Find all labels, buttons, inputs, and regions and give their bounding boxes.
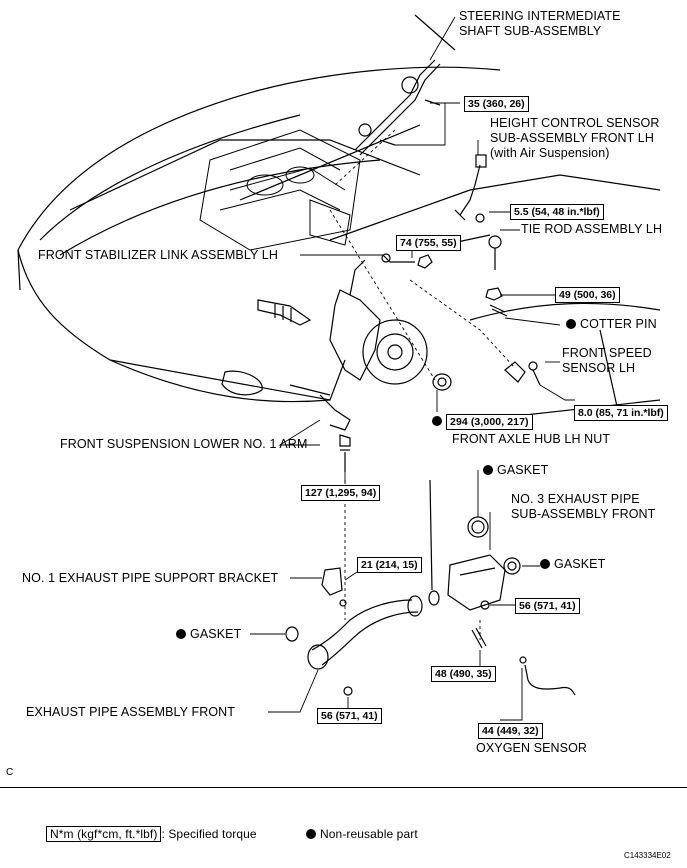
torque-56-top: 56 (571, 41) <box>515 598 580 614</box>
axle-nut-label: FRONT AXLE HUB LH NUT <box>452 432 611 446</box>
speed-sensor-label-line2: SENSOR LH <box>562 361 636 375</box>
height-sensor-label-line1: HEIGHT CONTROL SENSOR <box>490 116 660 130</box>
speed-sensor-label-line1: FRONT SPEED <box>562 346 652 360</box>
nonreusable-dot-icon <box>566 319 576 329</box>
lower-arm-part <box>319 394 351 472</box>
torque-294: 294 (3,000, 217) <box>446 414 533 430</box>
height-sensor-label-line2: SUB-ASSEMBLY FRONT LH <box>490 131 654 145</box>
lower-arm-label: FRONT SUSPENSION LOWER NO. 1 ARM <box>60 437 308 451</box>
tie-rod-label: TIE ROD ASSEMBLY LH <box>521 222 663 236</box>
stabilizer-link-part <box>381 253 433 269</box>
steering-shaft-label: STEERING INTERMEDIATE SHAFT SUB-ASSEMBLY <box>459 9 621 39</box>
torque-49: 49 (500, 36) <box>555 287 620 303</box>
legend-divider <box>0 787 687 788</box>
legend-torque-text: : Specified torque <box>161 827 257 841</box>
nonreusable-dot-icon <box>483 465 493 475</box>
steering-shaft-part <box>354 14 456 156</box>
torque-35: 35 (360, 26) <box>464 96 529 112</box>
nonreusable-dot-icon <box>540 559 550 569</box>
legend-nonreusable: Non-reusable part <box>306 827 418 842</box>
no3-pipe-label-line1: NO. 3 EXHAUST PIPE <box>511 492 640 506</box>
stabilizer-link-label: FRONT STABILIZER LINK ASSEMBLY LH <box>38 248 278 262</box>
leader-lines <box>250 16 575 721</box>
height-sensor-part <box>454 154 487 223</box>
nonreusable-dot-icon <box>306 829 316 839</box>
torque-48: 48 (490, 35) <box>431 666 496 682</box>
torque-44: 44 (449, 32) <box>478 723 543 739</box>
oxygen-sensor-label: OXYGEN SENSOR <box>476 741 588 755</box>
support-bracket-label: NO. 1 EXHAUST PIPE SUPPORT BRACKET <box>22 571 279 585</box>
height-sensor-label-line3: (with Air Suspension) <box>490 146 610 160</box>
axle-nut-torque: 294 (3,000, 217) <box>432 414 533 430</box>
cotter-pin-label: COTTER PIN <box>566 317 657 332</box>
nonreusable-dot-icon <box>176 629 186 639</box>
torque-5-5: 5.5 (54, 48 in.*lbf) <box>510 204 604 220</box>
knuckle-axle-part <box>257 259 452 391</box>
speed-sensor-label: FRONT SPEED SENSOR LH <box>562 346 652 376</box>
torque-56-bottom: 56 (571, 41) <box>317 708 382 724</box>
cotter-pin-part <box>485 287 508 317</box>
gasket-right-text: GASKET <box>554 557 606 571</box>
gasket-left-label: GASKET <box>176 627 241 642</box>
gasket-right-label: GASKET <box>540 557 605 572</box>
torque-74: 74 (755, 55) <box>396 235 461 251</box>
steering-shaft-label-line2: SHAFT SUB-ASSEMBLY <box>459 24 602 38</box>
height-sensor-label: HEIGHT CONTROL SENSOR SUB-ASSEMBLY FRONT… <box>490 116 659 161</box>
exhaust-front-label: EXHAUST PIPE ASSEMBLY FRONT <box>26 705 236 719</box>
gasket-top-label: GASKET <box>483 463 548 478</box>
torque-8-0: 8.0 (85, 71 in.*lbf) <box>574 405 668 421</box>
gasket-left-text: GASKET <box>190 627 242 641</box>
legend-nonreusable-text: Non-reusable part <box>320 827 418 841</box>
torque-127: 127 (1,295, 94) <box>301 485 381 501</box>
oxygen-sensor-part <box>519 656 576 696</box>
support-bracket-part <box>321 567 347 607</box>
figure-code: C143334E02 <box>624 851 671 860</box>
nonreusable-dot-icon <box>432 416 442 426</box>
speed-sensor-part <box>504 361 541 386</box>
corner-letter: C <box>6 767 14 778</box>
steering-shaft-label-line1: STEERING INTERMEDIATE <box>459 9 621 23</box>
engine-sketch <box>199 129 361 251</box>
no3-exhaust-pipe-part <box>428 479 521 649</box>
legend-torque: N*m (kgf*cm, ft.*lbf): Specified torque <box>46 826 257 842</box>
exhaust-pipe-front-part <box>285 595 423 696</box>
torque-21: 21 (214, 15) <box>357 557 422 573</box>
legend-torque-box: N*m (kgf*cm, ft.*lbf) <box>46 826 162 842</box>
no3-pipe-label: NO. 3 EXHAUST PIPE SUB-ASSEMBLY FRONT <box>511 492 655 522</box>
cotter-pin-text: COTTER PIN <box>580 317 657 331</box>
gasket-top-text: GASKET <box>497 463 549 477</box>
no3-pipe-label-line2: SUB-ASSEMBLY FRONT <box>511 507 656 521</box>
